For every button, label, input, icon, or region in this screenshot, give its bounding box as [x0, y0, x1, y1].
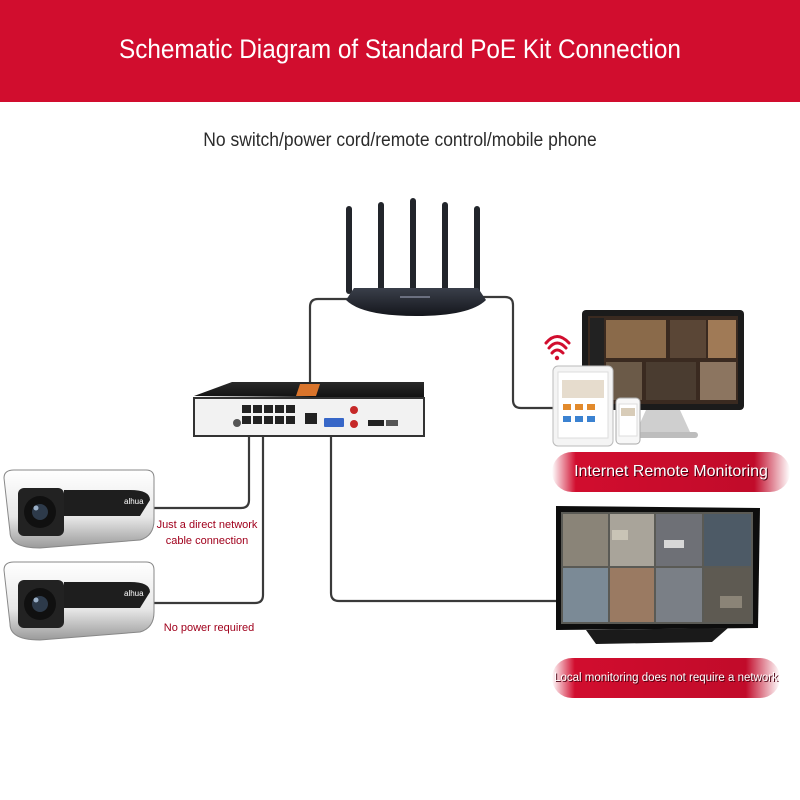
monitor-icon — [556, 506, 760, 644]
header-banner: Schematic Diagram of Standard PoE Kit Co… — [0, 0, 800, 102]
cable-router-nvr — [308, 297, 348, 415]
camera-2-brand: alhua — [124, 589, 144, 598]
wifi-icon — [544, 335, 571, 361]
wifi-router-icon — [346, 198, 486, 316]
cables — [153, 295, 558, 605]
local-monitoring-label: Local monitoring does not require a netw… — [552, 658, 780, 698]
poe-nvr-icon — [193, 382, 425, 437]
page-title: Schematic Diagram of Standard PoE Kit Co… — [119, 34, 681, 64]
camera-2: alhua — [3, 561, 155, 641]
direct-cable-note: Just a direct network cable connection — [156, 519, 258, 547]
cable-router-remote — [482, 295, 556, 410]
cable-nvr-monitor — [329, 425, 558, 603]
camera-1: alhua — [3, 469, 155, 549]
cable-nvr-camera1 — [153, 425, 251, 510]
camera-1-brand: alhua — [124, 497, 144, 506]
page-subtitle: No switch/power cord/remote control/mobi… — [203, 130, 597, 151]
pc-tablet-phone-icon — [552, 310, 744, 447]
local-monitoring-text: Local monitoring does not require a netw… — [554, 672, 778, 684]
remote-monitoring-text: Internet Remote Monitoring — [574, 463, 768, 480]
remote-monitoring-label: Internet Remote Monitoring — [552, 452, 790, 492]
no-power-note: No power required — [163, 622, 255, 634]
cable-nvr-camera2 — [153, 425, 265, 605]
